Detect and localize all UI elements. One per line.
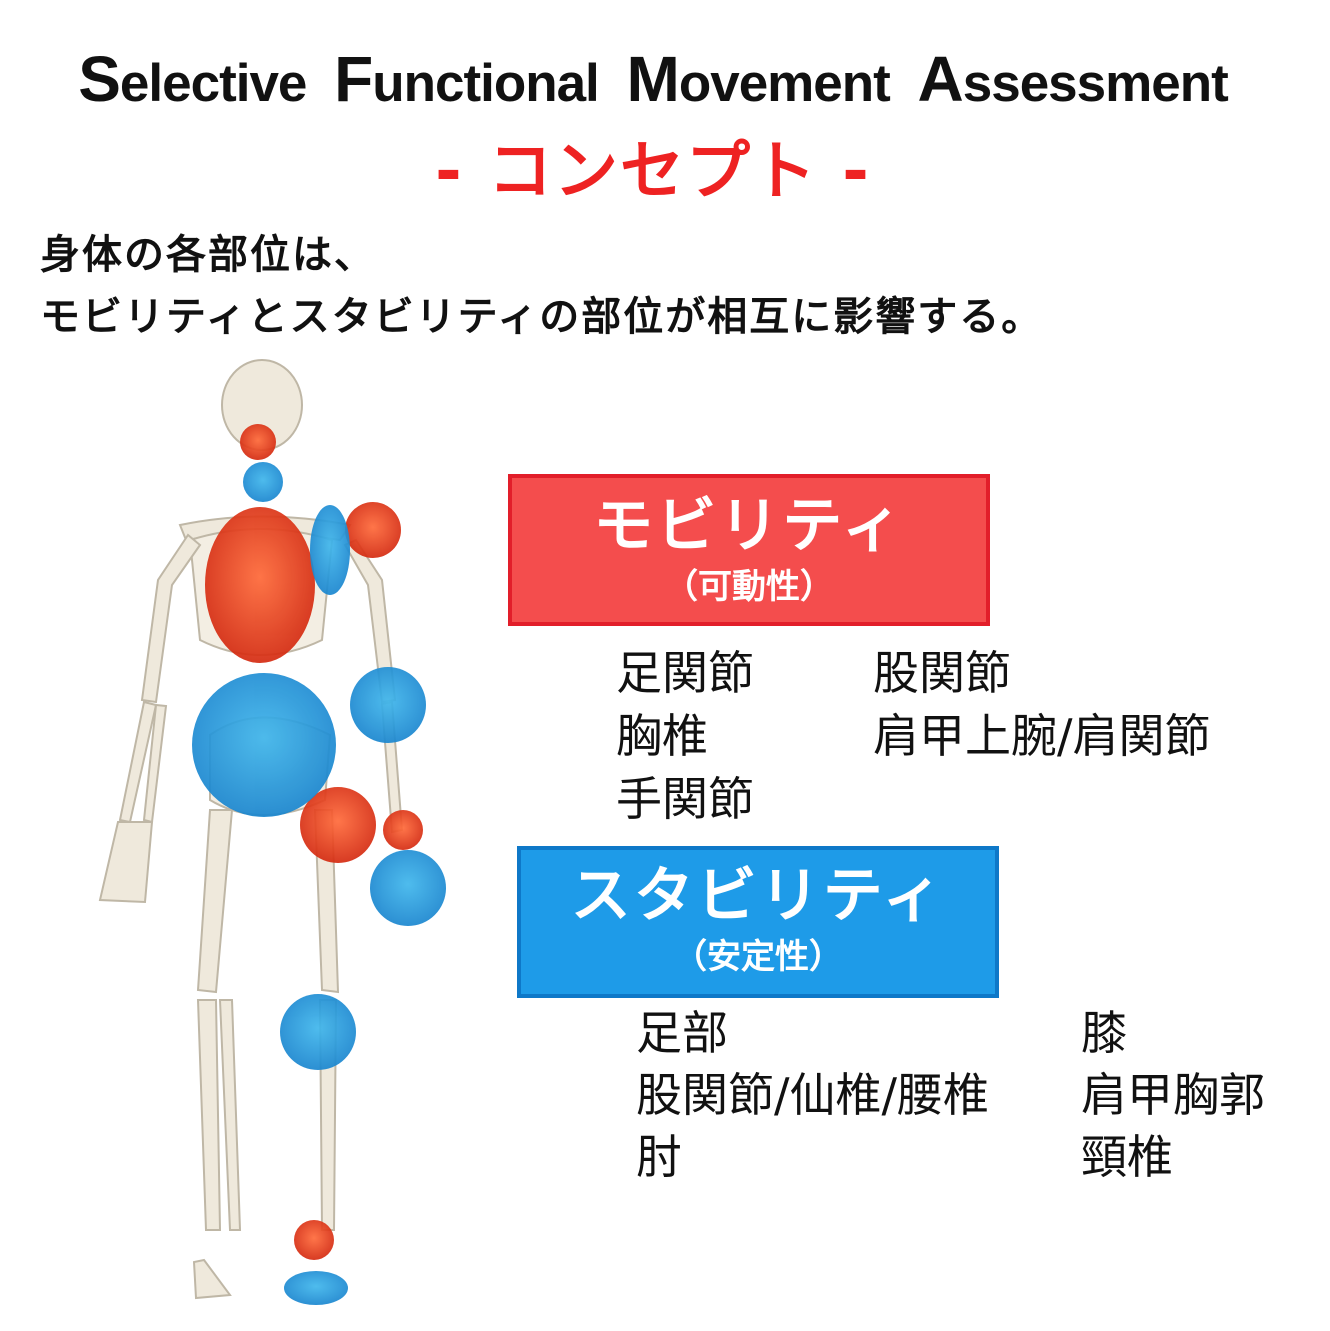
stability-item: 股関節/仙椎/腰椎 [636, 1068, 989, 1122]
stability-item: 肘 [636, 1130, 682, 1184]
page-title: Selective Functional Movement Assessment [0, 42, 1306, 116]
stability-item: 足部 [636, 1006, 728, 1060]
title-word: Functional [334, 43, 600, 115]
mobility-sublabel: （可動性） [664, 567, 834, 607]
mobility-label-box: モビリティ （可動性） [508, 474, 990, 626]
stability-item: 頸椎 [1081, 1130, 1173, 1184]
lead-line-2: モビリティとスタビリティの部位が相互に影響する。 [40, 294, 1044, 340]
stability-label-box: スタビリティ （安定性） [517, 846, 999, 998]
skeleton-illustration [98, 359, 446, 1305]
lead-line-1: 身体の各部位は、 [40, 232, 376, 278]
skeleton-figure [60, 340, 500, 1325]
mobility-label: モビリティ [593, 491, 905, 561]
title-word: Assessment [917, 43, 1229, 115]
mobility-item: 胸椎 [616, 709, 708, 763]
subtitle: - コンセプト - [435, 135, 871, 209]
mobility-item: 股関節 [873, 646, 1011, 700]
title-word: Selective [78, 43, 307, 115]
title-word: Movement [626, 43, 891, 115]
mobility-item: 肩甲上腕/肩関節 [873, 709, 1211, 763]
stability-label: スタビリティ [570, 861, 946, 931]
mobility-item: 足関節 [616, 646, 754, 700]
stability-item: 膝 [1081, 1006, 1127, 1060]
mobility-item: 手関節 [616, 772, 754, 826]
stability-sublabel: （安定性） [673, 937, 843, 977]
stability-item: 肩甲胸郭 [1081, 1068, 1265, 1122]
